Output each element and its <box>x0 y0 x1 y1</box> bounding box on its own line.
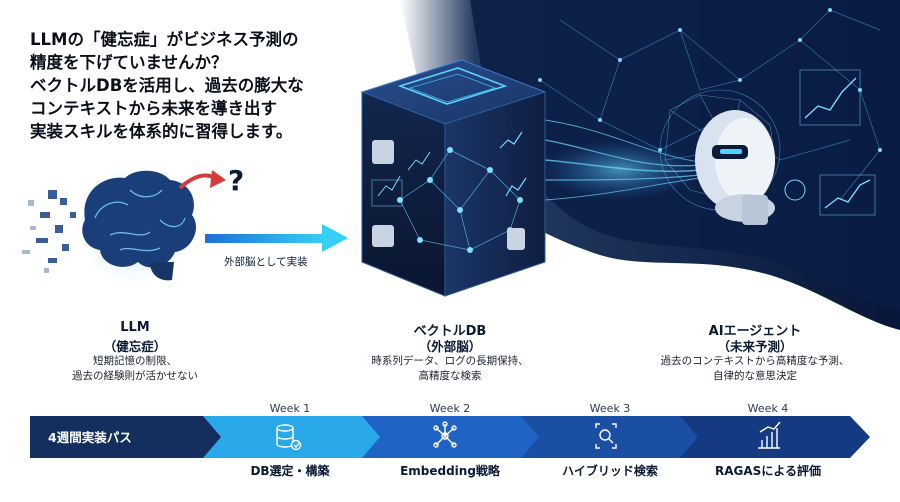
vectordb-title: ベクトルDB <box>413 324 487 339</box>
headline-line: 精度を下げていませんか？ <box>30 53 228 72</box>
scan-search-icon <box>595 423 617 449</box>
arrow-label: 外部脳として実装 <box>224 256 308 268</box>
network-nodes-icon <box>433 421 457 448</box>
vector-db-cube-icon <box>360 59 547 297</box>
brain-icon <box>22 165 196 285</box>
agent-title: AIエージェント <box>708 324 802 339</box>
headline-line: 実装スキルを体系的に習得します。 <box>30 122 293 141</box>
bar-chart-icon <box>758 421 781 449</box>
chart-panels <box>784 69 876 216</box>
step-label-3: ハイブリッド検索 <box>562 464 658 478</box>
pipeline-bar <box>30 416 870 458</box>
agent-subtitle: （未来予測） <box>717 339 793 354</box>
llm-subtitle: （健忘症） <box>103 339 167 354</box>
agent-desc-1: 過去のコンテキストから高精度な予測、 <box>660 355 850 367</box>
headline-line: ベクトルDBを活用し、過去の膨大な <box>30 76 304 95</box>
step-label-1: DB選定・構築 <box>250 464 330 478</box>
week-label-3: Week 3 <box>589 402 631 415</box>
llm-desc-1: 短期記憶の制限、 <box>93 355 177 367</box>
database-check-icon <box>276 424 302 451</box>
step-label-2: Embedding戦略 <box>400 464 500 478</box>
headline: LLMの「健忘症」がビジネス予測の 精度を下げていませんか？ ベクトルDBを活用… <box>30 28 330 143</box>
vectordb-desc-1: 時系列データ、ログの長期保持、 <box>371 355 529 367</box>
headline-line: LLMの「健忘症」がビジネス予測の <box>30 30 299 49</box>
week-label-2: Week 2 <box>429 402 471 415</box>
robot-icon <box>659 89 781 225</box>
vectordb-subtitle: （外部脳） <box>418 339 482 354</box>
week-label-1: Week 1 <box>269 402 311 415</box>
pipeline-title: 4週間実装パス <box>48 430 132 445</box>
headline-line: コンテキストから未来を導き出す <box>30 99 278 118</box>
llm-title: LLM <box>120 320 150 335</box>
vectordb-desc-2: 高精度な検索 <box>418 370 482 382</box>
week-label-4: Week 4 <box>747 402 789 415</box>
llm-desc-2: 過去の経験則が活かせない <box>72 370 198 382</box>
question-mark-icon: ? <box>228 164 244 197</box>
step-label-4: RAGASによる評価 <box>715 464 821 478</box>
agent-desc-2: 自律的な意思決定 <box>713 370 797 382</box>
